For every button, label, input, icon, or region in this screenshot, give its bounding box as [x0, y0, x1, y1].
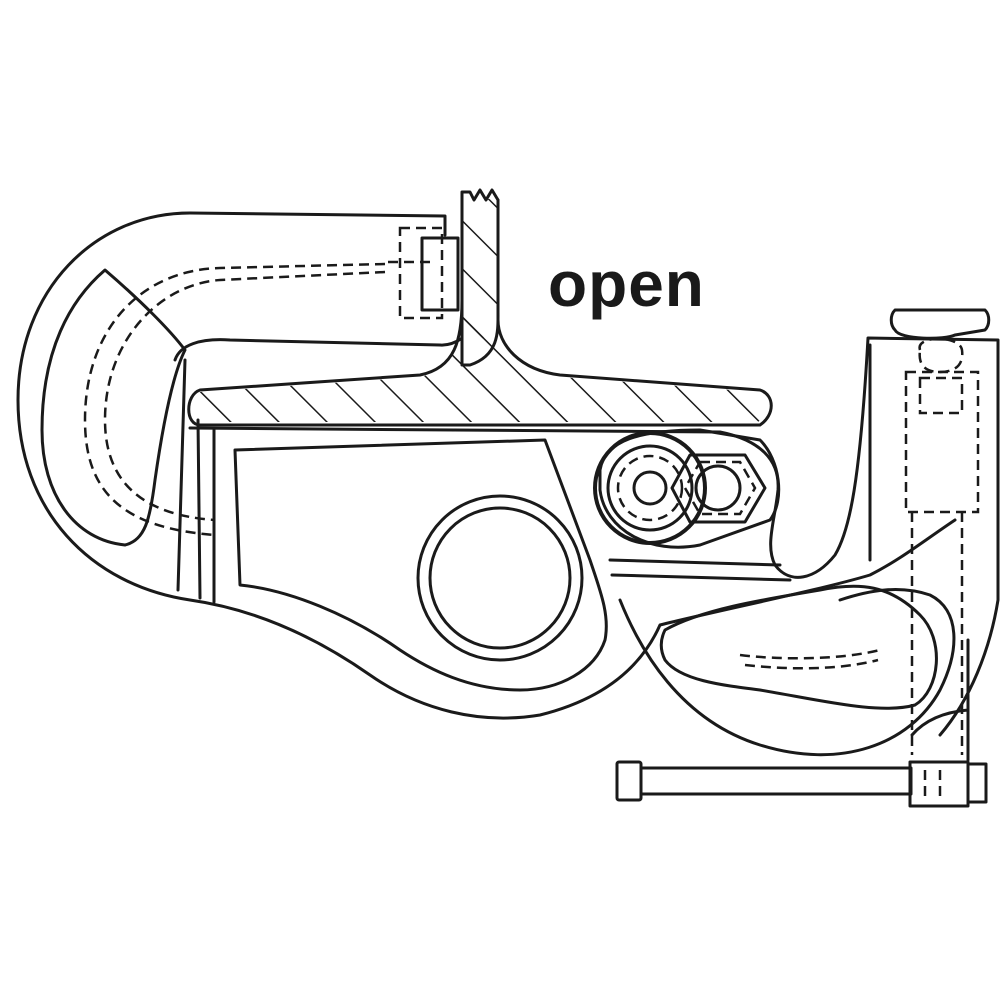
pin-ring-mid	[606, 444, 694, 532]
plunger-top-dashed	[918, 337, 964, 374]
left-hook-internal-channel-inner	[103, 270, 386, 522]
large-pivot-outer	[416, 494, 584, 662]
dashed-pin-block	[398, 226, 444, 320]
right-jaw-dashed-curve-2	[744, 658, 879, 670]
hex-nut	[670, 453, 767, 524]
right-jaw	[618, 588, 956, 757]
hex-nut-dashed	[683, 460, 757, 516]
pin-center	[632, 470, 668, 506]
hatched-bar-outline	[187, 194, 773, 427]
pin-ring-dashed	[616, 454, 684, 522]
right-housing-edge	[868, 343, 970, 762]
bolt-nut	[908, 760, 970, 808]
right-jaw-dashed-curve	[739, 648, 881, 660]
state-label: open	[548, 248, 705, 320]
hex-nut-bore	[694, 464, 742, 512]
hatched-bar-fill	[191, 300, 767, 422]
large-pivot-inner	[428, 506, 572, 650]
plunger-cap	[889, 308, 991, 340]
right-jaw-insert	[659, 584, 938, 710]
left-hook-inner-jaw	[40, 268, 187, 547]
plunger-shaft-dashed	[910, 512, 964, 755]
bolt-end	[966, 762, 988, 804]
inner-rail-1	[176, 358, 187, 592]
inner-rail-2	[196, 418, 202, 600]
pin-ring-outer	[593, 431, 707, 545]
lever-inner-panel	[233, 438, 608, 692]
bolt-head	[615, 760, 643, 802]
pin-block	[420, 236, 460, 312]
plunger-inner-dashed	[918, 376, 964, 415]
bolt-shaft	[639, 766, 913, 796]
lower-rail	[608, 558, 792, 582]
bolt-dashed	[923, 770, 942, 800]
left-hook-internal-channel	[83, 262, 386, 537]
plunger-body-dashed	[904, 370, 980, 514]
left-hook-top-edge	[188, 211, 447, 237]
hook-lever-line	[173, 316, 482, 362]
